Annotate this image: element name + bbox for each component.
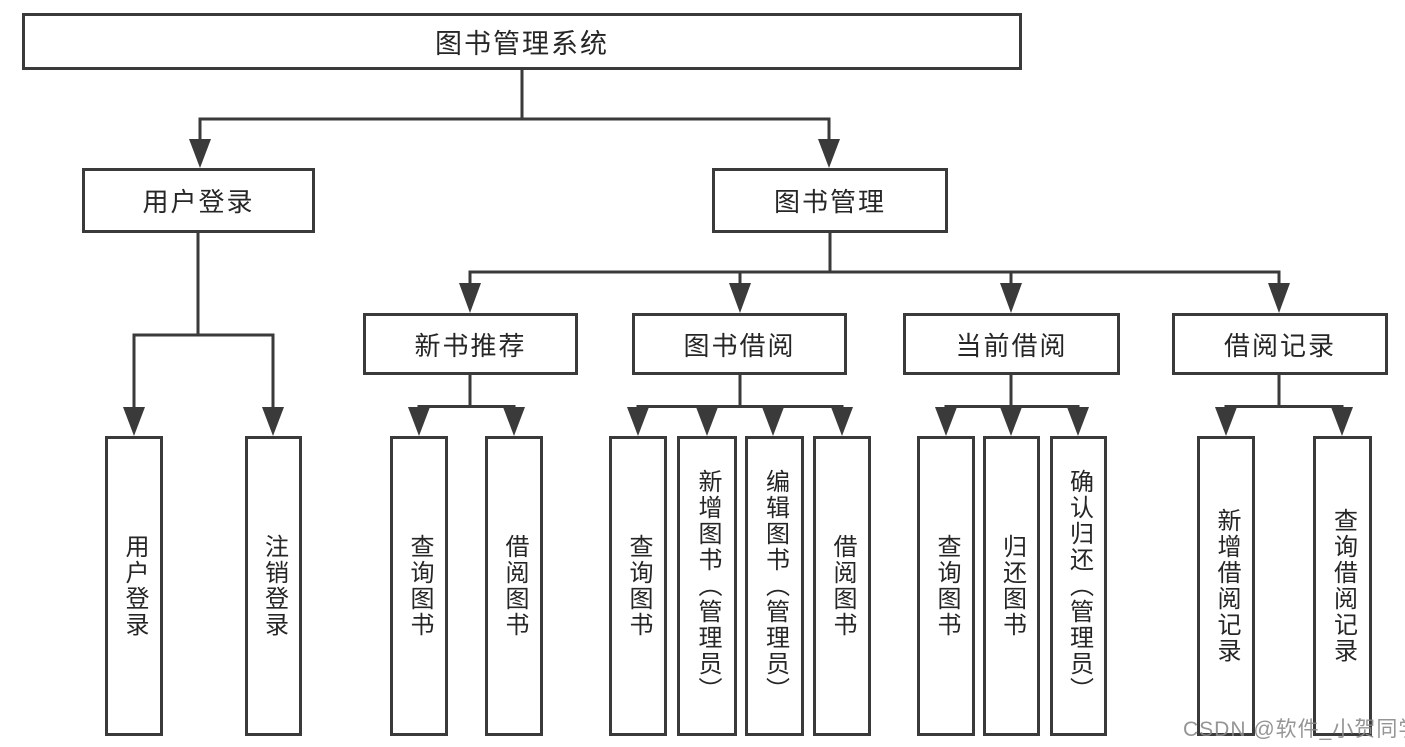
leaf-query-books-current: 查询图书 bbox=[917, 436, 975, 736]
leaf-borrow-books-recommend: 借阅图书 bbox=[485, 436, 543, 736]
leaf-query-borrow-record-label: 查询借阅记录 bbox=[1329, 508, 1357, 664]
leaf-edit-books-admin: 编辑图书（管理员） bbox=[745, 436, 804, 736]
leaf-confirm-return-admin-label: 确认归还（管理员） bbox=[1065, 469, 1093, 703]
leaf-borrow-books-borrowing: 借阅图书 bbox=[813, 436, 871, 736]
node-book-borrowing: 图书借阅 bbox=[632, 313, 847, 375]
leaf-return-books-label: 归还图书 bbox=[998, 534, 1026, 638]
leaf-borrow-books-recommend-label: 借阅图书 bbox=[501, 534, 528, 638]
leaf-query-borrow-record: 查询借阅记录 bbox=[1313, 436, 1372, 736]
leaf-logout-login: 注销登录 bbox=[245, 436, 302, 736]
leaf-query-books-borrowing: 查询图书 bbox=[609, 436, 667, 736]
node-new-book-recommendation: 新书推荐 bbox=[363, 313, 578, 375]
leaf-add-borrow-record-label: 新增借阅记录 bbox=[1213, 508, 1240, 664]
leaf-add-borrow-record: 新增借阅记录 bbox=[1197, 436, 1255, 736]
node-current-borrowing: 当前借阅 bbox=[903, 313, 1120, 375]
leaf-query-books-current-label: 查询图书 bbox=[933, 534, 960, 638]
leaf-borrow-books-borrowing-label: 借阅图书 bbox=[829, 534, 856, 638]
leaf-query-books-borrowing-label: 查询图书 bbox=[625, 534, 652, 638]
leaf-query-books-recommend: 查询图书 bbox=[390, 436, 448, 736]
leaf-query-books-recommend-label: 查询图书 bbox=[406, 534, 433, 638]
leaf-confirm-return-admin: 确认归还（管理员） bbox=[1050, 436, 1107, 736]
node-library-management-system: 图书管理系统 bbox=[22, 13, 1022, 70]
leaf-add-books-admin-label: 新增图书（管理员） bbox=[694, 469, 721, 703]
leaf-add-books-admin: 新增图书（管理员） bbox=[677, 436, 737, 736]
leaf-edit-books-admin-label: 编辑图书（管理员） bbox=[761, 469, 789, 703]
leaf-logout-login-label: 注销登录 bbox=[260, 534, 288, 638]
csdn-watermark: CSDN @软件_小贺同学 bbox=[1183, 718, 1405, 741]
leaf-user-login: 用户登录 bbox=[105, 436, 163, 736]
leaf-user-login-label: 用户登录 bbox=[121, 534, 148, 638]
node-borrowing-records: 借阅记录 bbox=[1172, 313, 1388, 375]
node-book-management-branch: 图书管理 bbox=[712, 168, 948, 233]
leaf-return-books: 归还图书 bbox=[983, 436, 1040, 736]
node-user-login-branch: 用户登录 bbox=[82, 168, 315, 233]
